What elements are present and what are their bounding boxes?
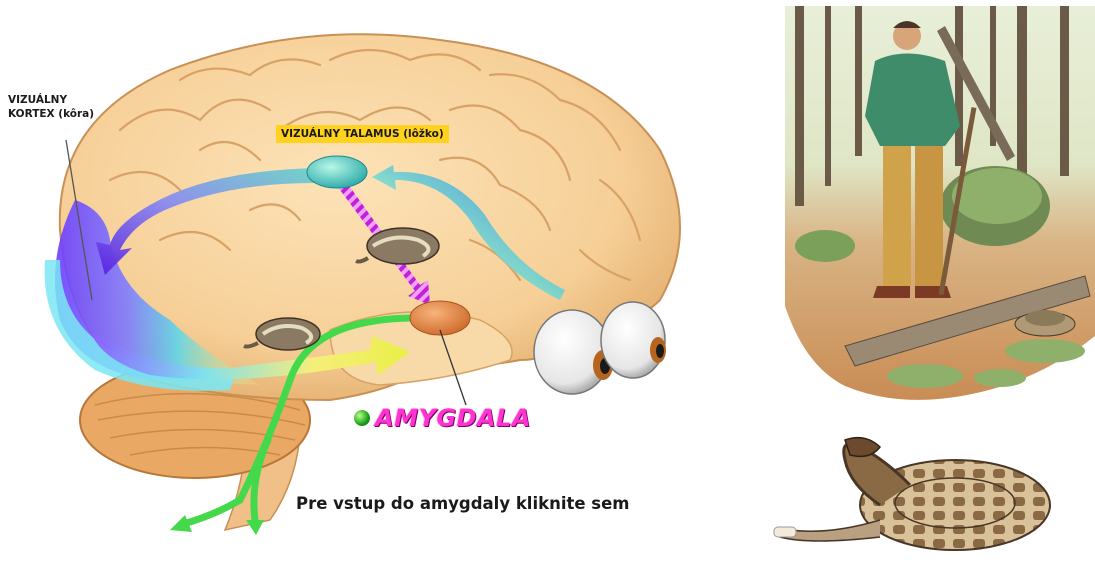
- brain-diagram: [0, 0, 700, 563]
- eyeball-icon: [601, 302, 666, 378]
- amygdala-node: [410, 301, 470, 335]
- forest-scene-illustration: [785, 6, 1095, 414]
- amygdala-title: AMYGDALA: [375, 404, 531, 432]
- green-dot-icon: [354, 410, 370, 426]
- enter-amygdala-link[interactable]: Pre vstup do amygdaly kliknite sem: [296, 494, 630, 513]
- visual-cortex-label: VIZUÁLNY KORTEX (kôra): [8, 93, 118, 121]
- rattlesnake-illustration: [770, 425, 1060, 560]
- visual-cortex-label-line1: VIZUÁLNY: [8, 93, 118, 107]
- amygdala-label[interactable]: AMYGDALA: [354, 402, 531, 434]
- snake-head: [845, 438, 880, 457]
- visual-thalamus-label: VIZUÁLNY TALAMUS (lôžko): [276, 125, 449, 143]
- thalamus-node: [307, 156, 367, 188]
- visual-cortex-label-line2: KORTEX (kôra): [8, 107, 118, 121]
